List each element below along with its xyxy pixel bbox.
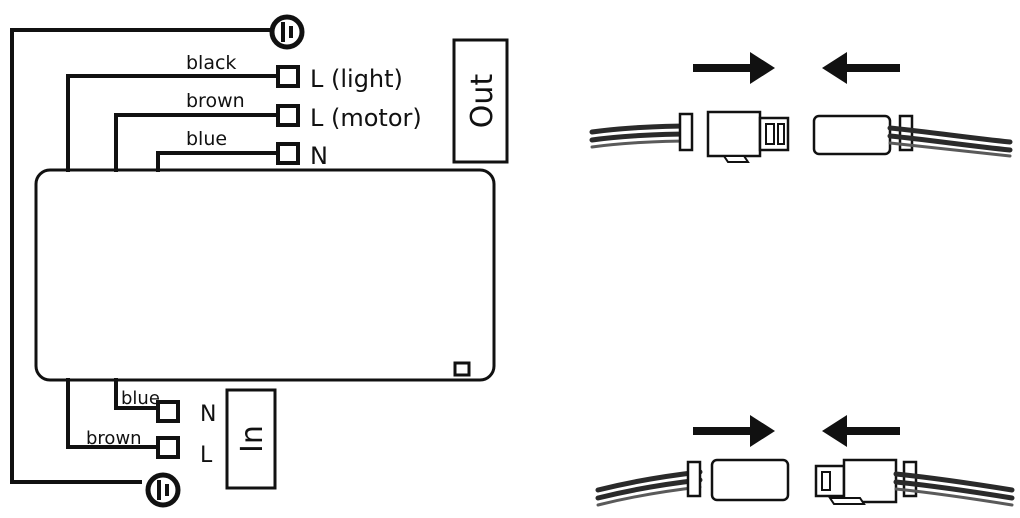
wire-blue-in [114, 378, 158, 410]
arrow-right-icon-top [693, 52, 775, 84]
wire-brown-out [114, 113, 278, 172]
controller-box [34, 168, 496, 382]
terminal-out-motor [276, 104, 300, 127]
earth-icon-top [269, 14, 305, 50]
wire-brown-in [66, 378, 158, 449]
wire-label-blue-out: blue [186, 128, 227, 150]
earth-icon-bottom [145, 472, 181, 508]
connector-female-top [812, 114, 892, 156]
terminal-label-motor: L (motor) [310, 104, 422, 132]
wire-black [66, 74, 278, 172]
cable-left-top [589, 112, 694, 152]
terminal-label-n-in: N [200, 402, 216, 427]
terminal-out-light [276, 65, 300, 88]
wire-label-blue-in: blue [121, 388, 160, 409]
connector-male-bottom [814, 458, 898, 505]
wire-label-brown-out: brown [186, 90, 245, 112]
connector-female-bottom [710, 458, 790, 502]
terminal-label-light: L (light) [310, 65, 403, 93]
cable-left-bottom [595, 460, 703, 507]
cable-right-top [887, 114, 1013, 158]
terminal-in-n [156, 400, 180, 423]
wire-label-black: black [186, 52, 236, 74]
in-box [225, 388, 277, 490]
in-label: In [235, 425, 270, 453]
wire-label-brown-in: brown [86, 428, 142, 449]
earth-wire [10, 28, 270, 484]
connector-male-top [706, 110, 790, 163]
arrow-left-icon-bottom [822, 415, 900, 447]
terminal-in-l [156, 436, 180, 459]
controller-notch [453, 361, 471, 377]
arrow-right-icon-bottom [693, 415, 775, 447]
out-label: Out [465, 74, 500, 129]
terminal-label-n-out: N [310, 142, 328, 170]
terminal-out-n [276, 142, 300, 165]
arrow-left-icon-top [822, 52, 900, 84]
cable-right-bottom [893, 460, 1015, 507]
terminal-label-l-in: L [200, 443, 213, 468]
out-box [452, 38, 509, 164]
wire-blue-out [156, 151, 278, 172]
